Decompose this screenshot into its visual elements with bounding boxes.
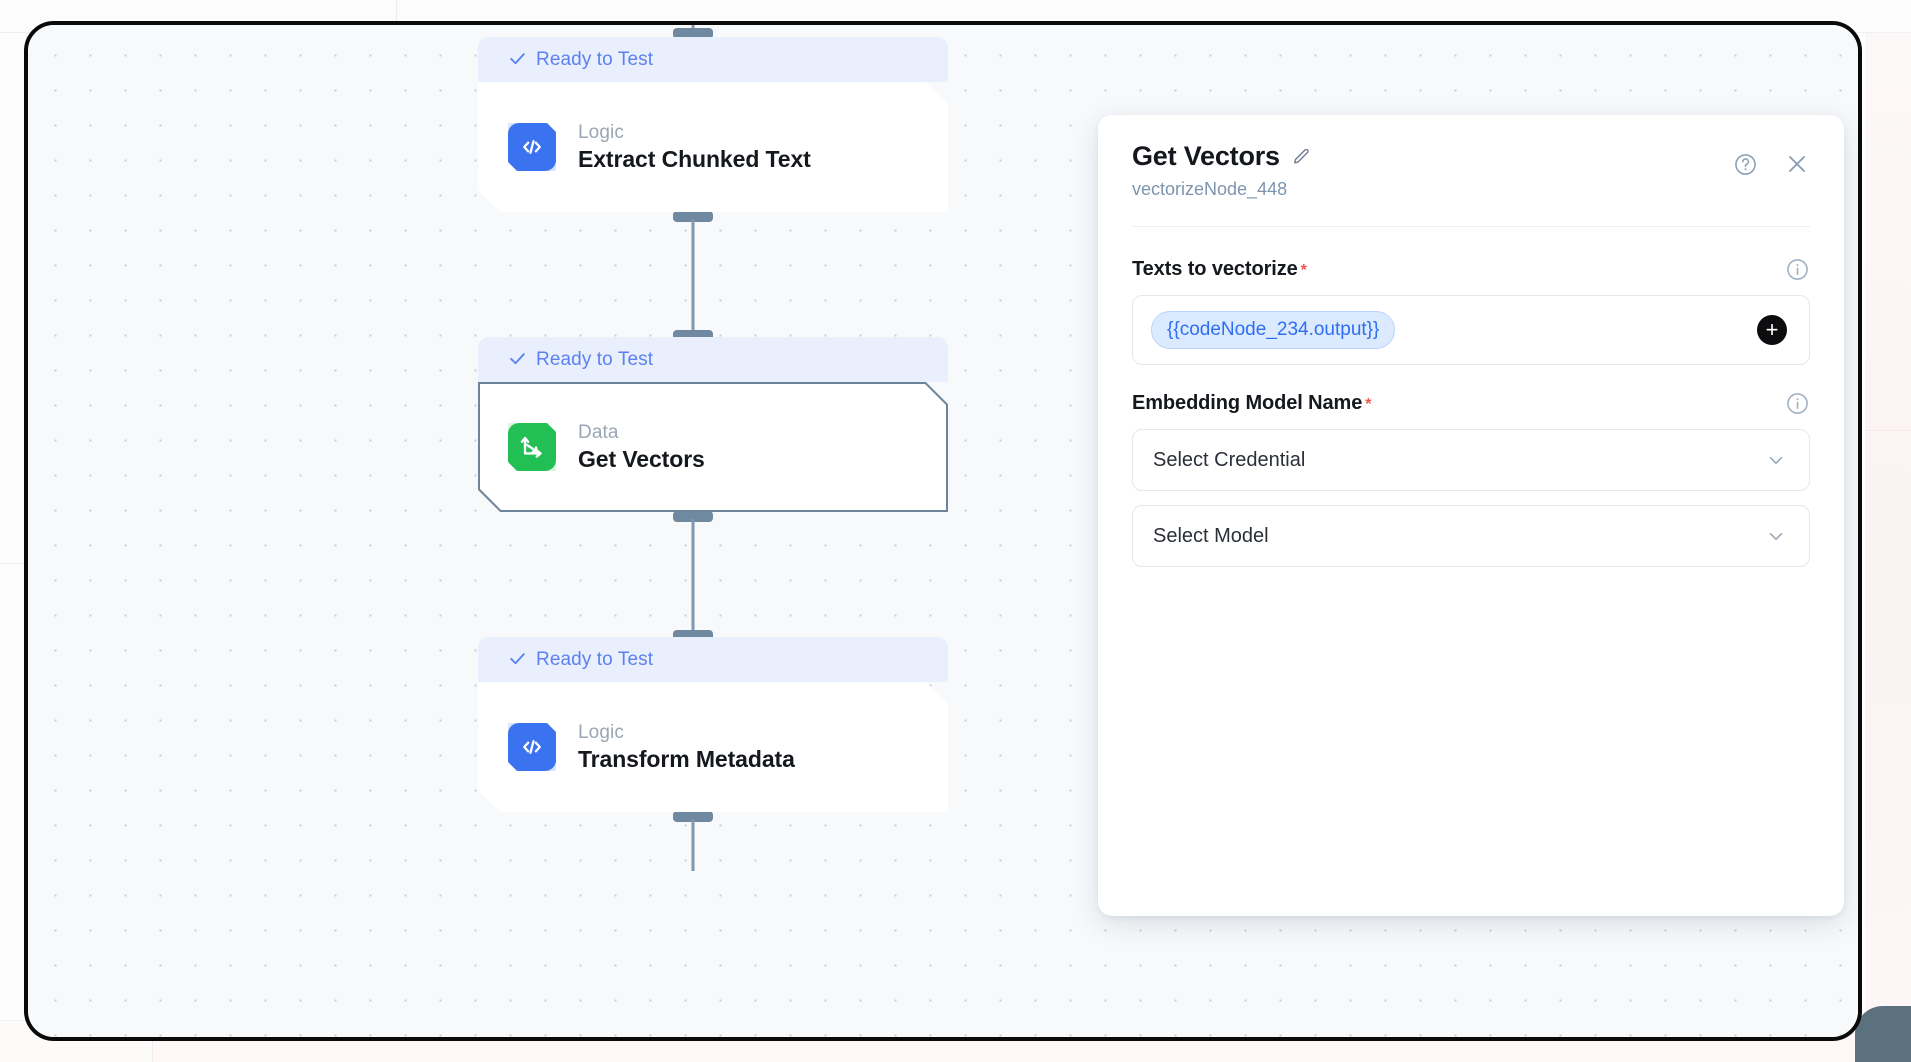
node-card[interactable]: Logic Extract Chunked Text xyxy=(478,82,948,212)
node-status-badge: Ready to Test xyxy=(478,337,948,382)
required-marker: * xyxy=(1300,262,1307,279)
node-text: Data Get Vectors xyxy=(578,422,705,473)
node-title-label: Transform Metadata xyxy=(578,745,795,772)
workflow-node-selected[interactable]: Ready to Test xyxy=(478,337,948,512)
edge-incoming-top xyxy=(673,25,713,39)
page-title: Get Vectors xyxy=(1132,141,1280,171)
panel-header: Get Vectors vectorizeNode_448 xyxy=(1098,115,1844,200)
field-label-wrap: Embedding Model Name* xyxy=(1132,392,1371,415)
node-status-label: Ready to Test xyxy=(536,648,654,670)
chevron-down-icon xyxy=(1765,525,1787,547)
node-kind-label: Logic xyxy=(578,721,624,743)
node-kind-label: Data xyxy=(578,421,619,443)
edge-node1-node2 xyxy=(673,211,713,341)
field-label: Embedding Model Name xyxy=(1132,392,1363,414)
axes-arrows-icon xyxy=(508,423,556,471)
app-left-rail xyxy=(0,33,27,1062)
field-label-row: Embedding Model Name* xyxy=(1132,391,1810,416)
panel-actions xyxy=(1733,151,1810,177)
node-id-label: vectorizeNode_448 xyxy=(1132,179,1288,199)
plus-icon[interactable]: + xyxy=(1757,315,1787,345)
node-status-badge: Ready to Test xyxy=(478,637,948,682)
app-right-rail xyxy=(1865,33,1911,1062)
token-input[interactable]: {{codeNode_234.output}} + xyxy=(1132,295,1810,365)
field-label-wrap: Texts to vectorize* xyxy=(1132,258,1307,281)
node-card[interactable]: Data Get Vectors xyxy=(478,382,948,512)
node-card-surface xyxy=(480,384,946,510)
check-icon xyxy=(508,49,527,71)
node-text: Logic Transform Metadata xyxy=(578,722,795,773)
model-select-value: Select Model xyxy=(1153,524,1269,547)
bottom-bar-divider xyxy=(152,1020,153,1062)
field-label: Texts to vectorize xyxy=(1132,258,1298,280)
field-embedding-model-name: Embedding Model Name* S xyxy=(1132,391,1810,567)
node-kind-label: Logic xyxy=(578,121,624,143)
chevron-down-icon xyxy=(1765,449,1787,471)
workflow-node[interactable]: Ready to Test Logic Extract Chunked Text xyxy=(478,37,948,212)
check-icon xyxy=(508,649,527,671)
node-title-label: Get Vectors xyxy=(578,445,705,472)
code-brackets-icon xyxy=(508,723,556,771)
info-circle-icon[interactable] xyxy=(1785,391,1810,416)
top-bar-divider xyxy=(396,0,397,33)
panel-body: Texts to vectorize* {{co xyxy=(1098,227,1844,567)
node-status-badge: Ready to Test xyxy=(478,37,948,82)
edge-node2-node3 xyxy=(673,511,713,641)
expression-token[interactable]: {{codeNode_234.output}} xyxy=(1151,311,1396,349)
field-label-row: Texts to vectorize* xyxy=(1132,257,1810,282)
bottom-right-accent xyxy=(1855,1006,1911,1062)
viewport-frame: Ready to Test Logic Extract Chunked Text xyxy=(24,21,1862,1041)
node-status-label: Ready to Test xyxy=(536,348,654,370)
node-title-label: Extract Chunked Text xyxy=(578,145,811,172)
check-icon xyxy=(508,349,527,371)
right-rail-divider xyxy=(1865,430,1911,431)
left-rail-divider xyxy=(0,563,27,564)
model-select[interactable]: Select Model xyxy=(1132,505,1810,567)
node-card[interactable]: Logic Transform Metadata xyxy=(478,682,948,812)
node-status-label: Ready to Test xyxy=(536,48,654,70)
required-marker: * xyxy=(1365,396,1372,413)
question-circle-icon[interactable] xyxy=(1733,152,1758,177)
panel-title-row: Get Vectors xyxy=(1132,141,1810,172)
info-circle-icon[interactable] xyxy=(1785,257,1810,282)
credential-select-value: Select Credential xyxy=(1153,448,1306,471)
workflow-canvas[interactable]: Ready to Test Logic Extract Chunked Text xyxy=(28,25,1858,1037)
field-texts-to-vectorize: Texts to vectorize* {{co xyxy=(1132,257,1810,365)
close-icon[interactable] xyxy=(1784,151,1810,177)
pencil-icon[interactable] xyxy=(1291,147,1311,167)
panel-divider xyxy=(1132,226,1810,227)
node-content: Data Get Vectors xyxy=(478,422,705,473)
node-text: Logic Extract Chunked Text xyxy=(578,122,811,173)
code-brackets-icon xyxy=(508,123,556,171)
node-inspector-panel[interactable]: Get Vectors vectorizeNode_448 xyxy=(1098,115,1844,916)
credential-select[interactable]: Select Credential xyxy=(1132,429,1810,491)
workflow-node[interactable]: Ready to Test Logic Transform Metadata xyxy=(478,637,948,812)
edge-outgoing-bottom xyxy=(673,811,713,871)
